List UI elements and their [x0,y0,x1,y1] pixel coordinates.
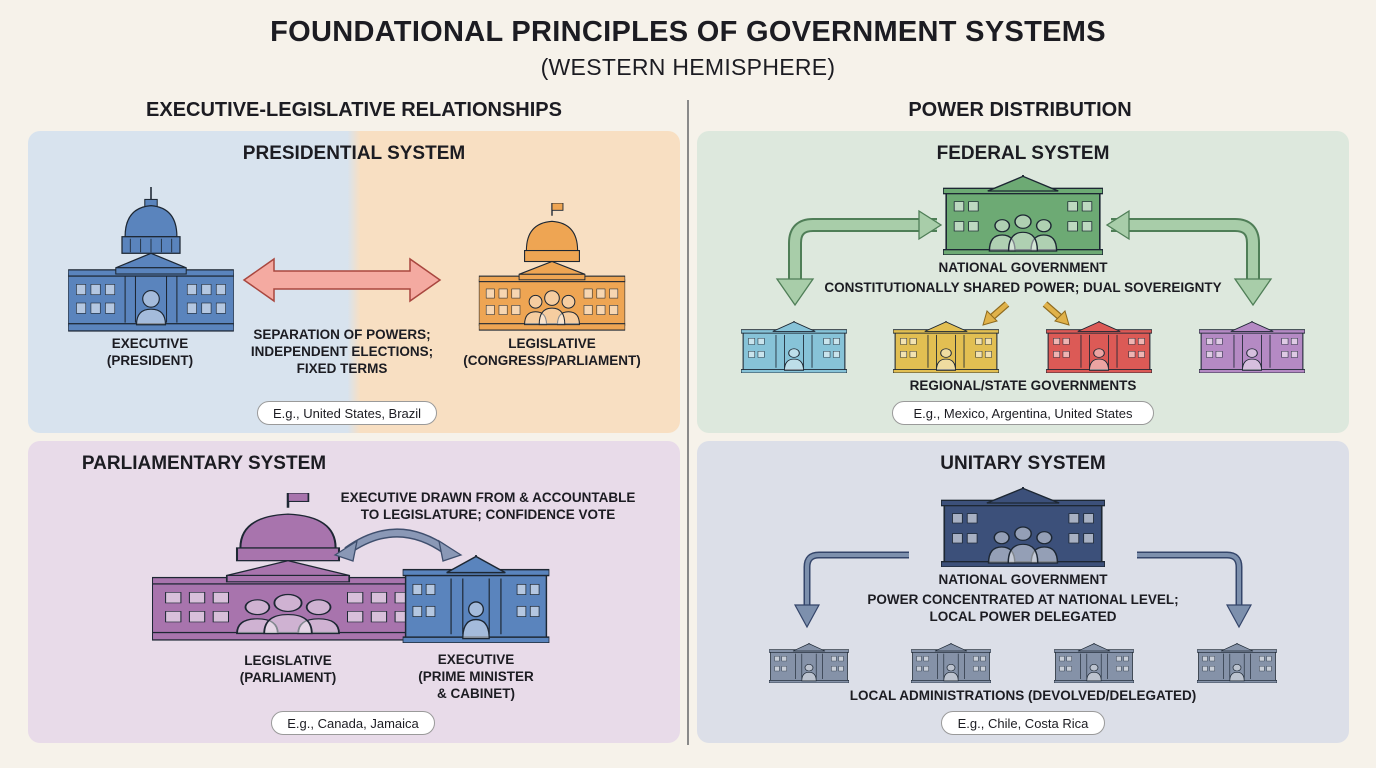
parliament-label: LEGISLATIVE(PARLIAMENT) [239,653,337,685]
federal-right-curved-arrow-icon [1105,209,1273,307]
section-heading-executive-legislative: EXECUTIVE-LEGISLATIVE RELATIONSHIPS [146,99,562,121]
executive-label: EXECUTIVE(PRESIDENT) [106,336,194,368]
parliamentary-system-title: PARLIAMENTARY SYSTEM [81,453,327,474]
local-admin-building-icon-2 [911,643,991,683]
local-admin-building-icon-4 [1197,643,1277,683]
separation-double-arrow-icon [242,257,442,303]
federal-delegation-arrow-left-icon [982,301,1010,326]
local-admin-building-icon-1 [769,643,849,683]
presidential-system-title: PRESIDENTIAL SYSTEM [242,143,466,164]
legislative-label: LEGISLATIVE(CONGRESS/PARLIAMENT) [463,336,641,368]
executive-capitol-icon [68,187,234,332]
parliamentary-system-panel: PARLIAMENTARY SYSTEM EXECUTIVE DRAWN FRO… [28,441,680,743]
accountability-curved-arrow-icon [333,528,463,562]
unitary-national-building-icon [941,487,1105,567]
page-title: FOUNDATIONAL PRINCIPLES OF GOVERNMENT SY… [270,16,1106,48]
separation-description: SEPARATION OF POWERS;INDEPENDENT ELECTIO… [250,327,434,376]
federal-system-panel: FEDERAL SYSTEM NATIONAL GOVERNMENT CONST… [697,131,1349,433]
page-subtitle: (WESTERN HEMISPHERE) [540,54,836,80]
state-building-icon-gold [893,321,999,373]
section-divider [687,100,689,745]
state-building-icon-teal [741,321,847,373]
local-administrations-label: LOCAL ADMINISTRATIONS (DEVOLVED/DELEGATE… [849,688,1197,703]
federal-left-curved-arrow-icon [775,209,943,307]
state-building-icon-purple [1199,321,1305,373]
federal-examples-badge: E.g., Mexico, Argentina, United States [892,401,1154,425]
unitary-system-title: UNITARY SYSTEM [940,453,1106,474]
unitary-examples-badge: E.g., Chile, Costa Rica [941,711,1105,735]
federal-national-label: NATIONAL GOVERNMENT [938,260,1108,275]
cabinet-label: EXECUTIVE(PRIME MINISTER& CABINET) [418,652,534,701]
unitary-system-panel: UNITARY SYSTEM NATIONAL GOVERNMENT POWER… [697,441,1349,743]
regional-governments-label: REGIONAL/STATE GOVERNMENTS [909,378,1137,393]
unitary-national-label: NATIONAL GOVERNMENT [938,572,1108,587]
federal-description: CONSTITUTIONALLY SHARED POWER; DUAL SOVE… [824,280,1222,295]
unitary-description: POWER CONCENTRATED AT NATIONAL LEVEL;LOC… [867,592,1179,624]
unitary-right-arrow-icon [1137,551,1253,629]
federal-delegation-arrow-right-icon [1042,301,1070,326]
federal-system-title: FEDERAL SYSTEM [936,143,1110,164]
parliamentary-examples-badge: E.g., Canada, Jamaica [271,711,435,735]
federal-national-building-icon [943,175,1103,255]
legislative-building-icon [453,203,651,331]
presidential-examples-badge: E.g., United States, Brazil [257,401,437,425]
state-building-icon-red [1046,321,1152,373]
presidential-system-panel: PRESIDENTIAL SYSTEM EXECUTIVE(PRESIDENT)… [28,131,680,433]
unitary-left-arrow-icon [793,551,909,629]
section-heading-power-distribution: POWER DISTRIBUTION [908,99,1132,121]
local-admin-building-icon-3 [1054,643,1134,683]
